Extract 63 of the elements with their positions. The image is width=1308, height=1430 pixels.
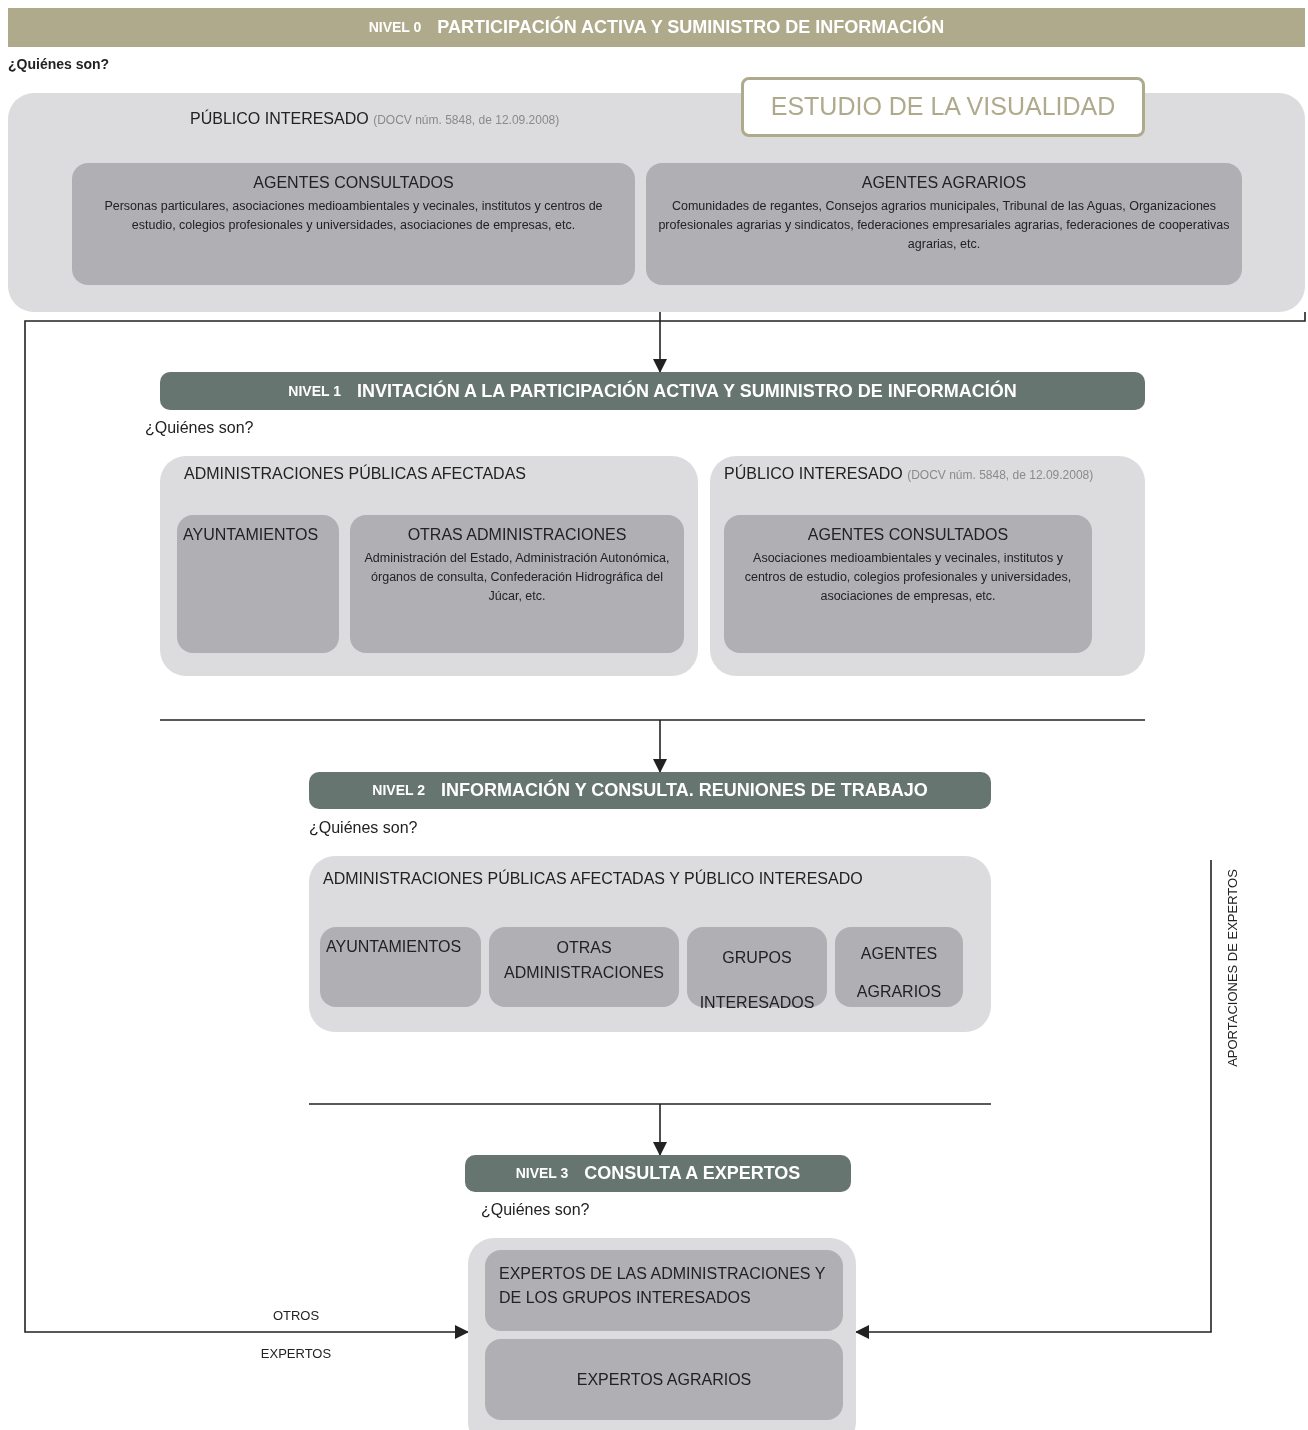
card-heading: AYUNTAMIENTOS bbox=[183, 525, 319, 545]
card-heading: AGENTES AGRARIOS bbox=[861, 173, 1027, 193]
level-number: NIVEL 1 bbox=[288, 381, 341, 401]
level-banner bbox=[160, 372, 1145, 410]
card-description: Administración del Estado, Administración Autonómica, órganos de consulta, Confederación Hidrográfica del Júcar, etc. bbox=[363, 550, 671, 605]
level-number: NIVEL 2 bbox=[372, 781, 425, 800]
card-heading: OTRAS ADMINISTRACIONES bbox=[407, 525, 627, 545]
card-description: Asociaciones medioambientales y vecinales, institutos y centros de estudio, colegios profesionales y universidades, asociaciones de empresas, etc. bbox=[743, 550, 1073, 605]
subtitle: ¿Quiénes son? bbox=[309, 818, 418, 838]
category-card bbox=[485, 1339, 843, 1420]
group-panel bbox=[8, 93, 1305, 312]
edge-label: OTROS bbox=[271, 1307, 321, 1325]
group-panel bbox=[710, 456, 1145, 676]
subtitle: ¿Quiénes son? bbox=[481, 1200, 590, 1220]
group-heading: PÚBLICO INTERESADO bbox=[190, 110, 369, 127]
level-banner bbox=[309, 772, 991, 809]
category-card bbox=[646, 163, 1242, 285]
category-card bbox=[350, 515, 684, 653]
arrow bbox=[653, 719, 667, 773]
edge-label: APORTACIONES DE EXPERTOS bbox=[1224, 868, 1241, 1069]
arrow bbox=[653, 1103, 667, 1156]
title-box bbox=[741, 77, 1145, 137]
card-description: Personas particulares, asociaciones medioambientales y vecinales, institutos y centros de estudio, colegios profesionales y universidades, asociaciones de empresas, etc. bbox=[103, 198, 604, 234]
group-heading: ADMINISTRACIONES PÚBLICAS AFECTADAS Y PÚBLICO INTERESADO bbox=[323, 870, 863, 887]
level-number: NIVEL 0 bbox=[368, 18, 422, 37]
level-title: INFORMACIÓN Y CONSULTA. REUNIONES DE TRABAJO bbox=[440, 778, 928, 802]
category-card bbox=[489, 927, 679, 1007]
arrow bbox=[855, 859, 1212, 1339]
card-heading: EXPERTOS AGRARIOS bbox=[576, 1369, 752, 1390]
legal-reference: (DOCV núm. 5848, de 12.09.2008) bbox=[373, 113, 560, 127]
note-label: EXPERTOS bbox=[259, 1345, 333, 1363]
level-number: NIVEL 3 bbox=[515, 1164, 569, 1183]
group-panel bbox=[309, 856, 991, 1032]
category-card bbox=[485, 1250, 843, 1331]
group-panel bbox=[468, 1238, 856, 1430]
card-heading: AGENTES AGRARIOS bbox=[855, 944, 943, 1002]
group-panel bbox=[160, 456, 698, 676]
category-card bbox=[72, 163, 635, 285]
level-title: INVITACIÓN A LA PARTICIPACIÓN ACTIVA Y SUMINISTRO DE INFORMACIÓN bbox=[357, 379, 1017, 403]
card-heading: AGENTES CONSULTADOS bbox=[807, 525, 1009, 545]
group-heading: PÚBLICO INTERESADO bbox=[724, 465, 903, 482]
legal-reference: (DOCV núm. 5848, de 12.09.2008) bbox=[907, 468, 1094, 482]
card-heading: AGENTES CONSULTADOS bbox=[253, 173, 454, 193]
category-card bbox=[835, 927, 963, 1007]
level-banner bbox=[8, 8, 1305, 47]
group-heading: ADMINISTRACIONES PÚBLICAS AFECTADAS bbox=[184, 465, 526, 482]
category-card bbox=[320, 927, 481, 1007]
level-title: CONSULTA A EXPERTOS bbox=[584, 1162, 801, 1185]
card-heading: EXPERTOS DE LAS ADMINISTRACIONES Y DE LOS GRUPOS INTERESADOS bbox=[499, 1264, 827, 1308]
category-card bbox=[724, 515, 1092, 653]
level-banner bbox=[465, 1155, 851, 1192]
card-heading: AYUNTAMIENTOS bbox=[326, 937, 462, 957]
study-title: ESTUDIO DE LA VISUALIDAD bbox=[770, 91, 1116, 123]
card-description: Comunidades de regantes, Consejos agrarios municipales, Tribunal de las Aguas, Organizaciones profesionales agrarias y sindicatos, federaciones empresariales agrarias, federaciones de cooperativas agrarias, etc. bbox=[658, 198, 1230, 253]
arrow bbox=[653, 311, 667, 373]
arrow bbox=[24, 311, 1306, 1339]
subtitle: ¿Quiénes son? bbox=[145, 418, 254, 438]
card-heading: OTRAS ADMINISTRACIONES bbox=[503, 938, 665, 983]
card-heading: GRUPOS INTERESADOS bbox=[699, 948, 815, 1013]
subtitle: ¿Quiénes son? bbox=[8, 55, 110, 74]
category-card bbox=[687, 927, 827, 1007]
category-card bbox=[177, 515, 339, 653]
level-title: PARTICIPACIÓN ACTIVA Y SUMINISTRO DE INFORMACIÓN bbox=[437, 15, 945, 39]
